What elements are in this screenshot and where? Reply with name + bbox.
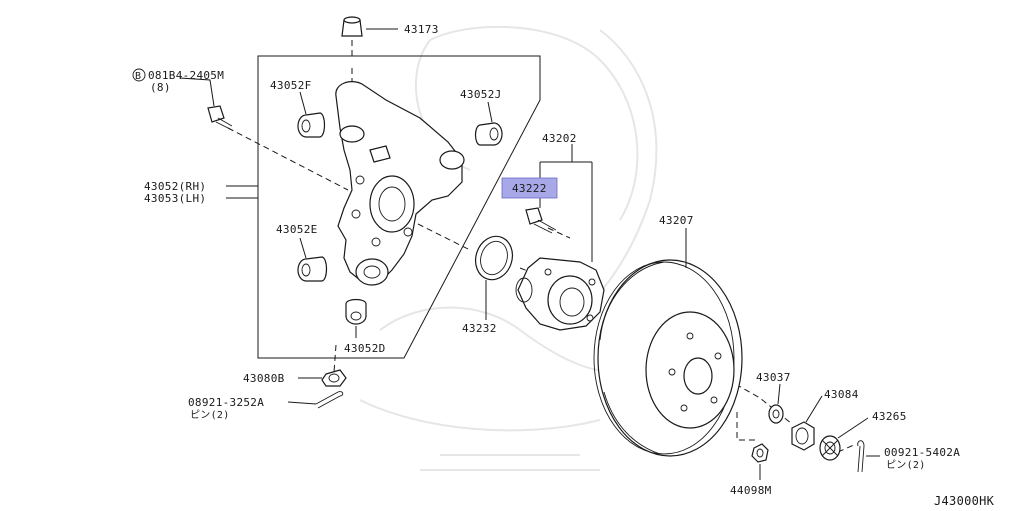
part-bushing-43052j: [474, 122, 503, 146]
label-00921-5402a[interactable]: 00921-5402A: [884, 446, 960, 459]
part-washer-43037: [768, 404, 784, 424]
part-cotter-pin-00921: [857, 440, 865, 473]
part-nut-43080b: [321, 369, 347, 387]
label-43202[interactable]: 43202: [542, 132, 577, 145]
part-knuckle: [335, 81, 465, 286]
pin-leader: [333, 344, 337, 373]
part-rotor-43207: [593, 259, 743, 457]
label-43222[interactable]: 43222: [512, 182, 547, 195]
label-43052d[interactable]: 43052D: [344, 342, 386, 355]
part-bushing-43052d: [345, 298, 367, 325]
label-pin-qty: ピン(2): [190, 409, 230, 421]
label-43053-lh[interactable]: 43053(LH): [144, 192, 206, 205]
label-43052-rh[interactable]: 43052(RH): [144, 180, 206, 193]
label-081b4-2405m[interactable]: 081B4-2405M: [148, 69, 224, 82]
part-nut-44098m: [751, 443, 769, 463]
part-hub-43202: [515, 257, 605, 331]
bolt-prefix: B: [135, 71, 141, 82]
label-43052j[interactable]: 43052J: [460, 88, 502, 101]
label-43084[interactable]: 43084: [824, 388, 859, 401]
label-43173[interactable]: 43173: [404, 23, 439, 36]
knuckle-group-outline: [257, 55, 541, 359]
part-mount-bolt: [207, 105, 233, 130]
nut-dash: [736, 412, 758, 441]
part-cotter-pin-08921: [315, 391, 344, 409]
catalog-code: J43000HK: [934, 494, 995, 508]
bolt-prefix-circle: [132, 68, 146, 82]
label-pin2-qty: ピン(2): [886, 459, 926, 471]
part-cap-43265: [819, 435, 841, 461]
leader-lines: [179, 28, 880, 480]
cotter-dash: [837, 443, 857, 453]
label-08921-3252a[interactable]: 08921-3252A: [188, 396, 264, 409]
part-hub-bolt-43222: [525, 207, 557, 234]
part-seal-43232: [474, 235, 514, 281]
label-44098m[interactable]: 44098M: [730, 484, 772, 497]
part-bushing-43052e: [297, 256, 328, 282]
label-43052f[interactable]: 43052F: [270, 79, 312, 92]
label-bolt-qty: (8): [150, 81, 171, 94]
part-dust-cap: [341, 16, 363, 37]
bolt-dash: [547, 227, 571, 239]
label-43265[interactable]: 43265: [872, 410, 907, 423]
part-bushing-43052f: [297, 112, 326, 138]
label-43232[interactable]: 43232: [462, 322, 497, 335]
label-43080b[interactable]: 43080B: [243, 372, 285, 385]
highlight-43222: [501, 177, 558, 199]
label-43207[interactable]: 43207: [659, 214, 694, 227]
part-nut-43084: [791, 421, 815, 451]
label-43037[interactable]: 43037: [756, 371, 791, 384]
label-43052e[interactable]: 43052E: [276, 223, 318, 236]
